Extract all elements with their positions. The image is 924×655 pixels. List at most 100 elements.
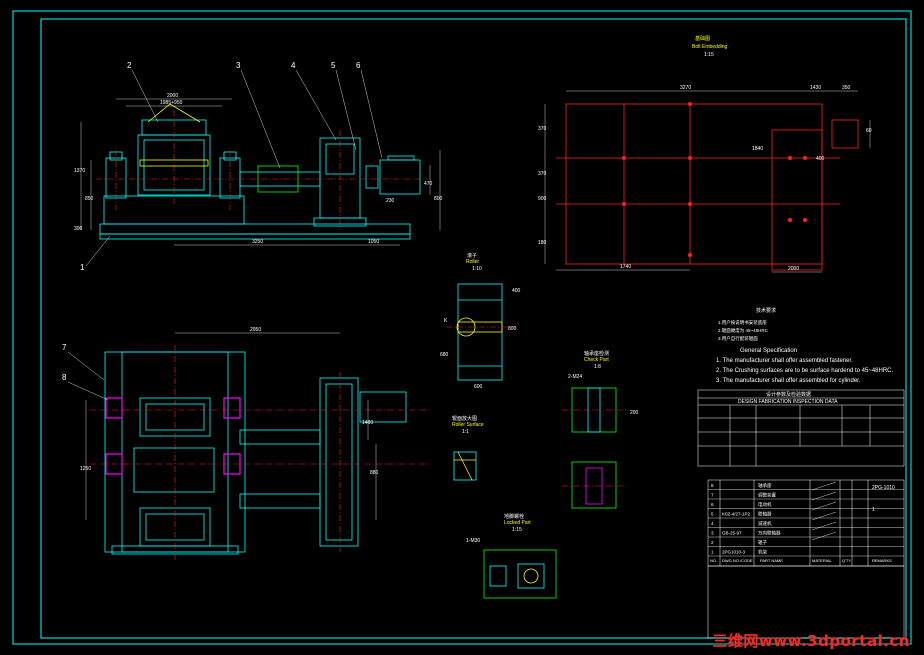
notes-heading-en: General Specification	[740, 348, 797, 354]
bom-diagonals	[811, 481, 837, 541]
roller-title: 滚子	[467, 252, 477, 259]
dim-front-right-b: 800	[434, 196, 443, 202]
foundation-dim-left-d: 180	[538, 240, 547, 246]
check-part-scale: 1:8	[594, 364, 601, 370]
bom-cell-code: K0Z-4/27-1P2	[722, 512, 751, 517]
dim-plan-right-b: 880	[370, 470, 379, 476]
foundation-title-en: Bolt Embedding	[692, 44, 728, 50]
note-en-2: 2. The Crushing surfaces are to be surfa…	[716, 368, 893, 374]
dim-plan-top: 2950	[250, 327, 261, 333]
foundation-dim-left-a: 370	[538, 126, 547, 132]
foundation-labels: 基础图 Bolt Embedding 1:15 3270 1430 350 37…	[538, 35, 872, 272]
bom-cell-no: 8	[711, 483, 714, 488]
bom-cell-name: 减速机	[758, 520, 772, 527]
bom-header-no: NO.	[710, 558, 717, 563]
locked-part-detail	[483, 549, 557, 599]
roller-title-en: Roller	[466, 259, 479, 265]
plan-view	[104, 351, 407, 555]
title-block-text: 2PG-1010 1	[872, 485, 895, 513]
foundation-view	[556, 103, 859, 271]
note-en-1: 1. The manufacturer shall offer assemble…	[716, 358, 853, 364]
inspection-table	[697, 389, 905, 467]
plan-centerlines	[90, 345, 430, 560]
roller-labels: 滚子 Roller 1:10 400 800 680 600 K	[440, 252, 521, 390]
locked-part-bolt-label: 1-M30	[466, 538, 480, 544]
plan-dim-lines	[85, 332, 377, 520]
bom-cell-no: 3	[711, 531, 714, 536]
foundation-bolts	[622, 102, 807, 257]
roller-label-k: K	[444, 318, 448, 324]
dim-front-bottom-len: 3250	[252, 239, 263, 245]
note-en-3: 3. The manufacturer shall offer assemble…	[716, 378, 861, 384]
front-dims: 2000 1985+950 1370 850 300 3250 1050 470…	[74, 93, 443, 245]
note-cn-2: 2.辊面硬度为 45~48HRC	[718, 327, 769, 334]
outer-frame	[12, 10, 912, 645]
foundation-dim-top-c: 350	[842, 85, 851, 91]
bom-cell-code: GB-25-97	[722, 531, 742, 536]
watermark: 三维网www.3dportal.cn	[712, 632, 910, 650]
bom-cell-name: 辊子	[758, 539, 767, 546]
note-cn-1: 1.用户按说明书安装底座	[718, 319, 767, 326]
dim-plan-right-a: 1480	[362, 420, 373, 426]
foundation-dim-bottom: 1740	[620, 264, 631, 270]
bom-cell-code: 2PG1010-3	[722, 550, 746, 555]
bom-table	[707, 479, 905, 567]
bom-header-qty: Q'TY	[842, 558, 851, 563]
front-view	[99, 119, 421, 240]
bom-cell-no: 7	[711, 493, 714, 498]
roller-surface-labels: 辊面放大图 Roller Surface 1:1	[452, 415, 484, 435]
dim-front-right-c: 230	[386, 198, 395, 204]
dim-front-left-h: 1370	[74, 168, 85, 174]
foundation-scale: 1:15	[704, 52, 714, 58]
bom-header-remarks: REMARKS	[872, 558, 892, 563]
callout-7: 7	[62, 343, 67, 352]
foundation-dim-left-c: 900	[538, 196, 547, 202]
bom-cell-name: 调整装置	[758, 492, 776, 499]
roller-surface-scale: 1:1	[462, 429, 469, 435]
check-part-bolt-label: 2-M24	[568, 374, 582, 380]
dim-front-right-a: 470	[424, 181, 433, 187]
bom-header-name: PART NAME	[760, 558, 783, 563]
sheet-number: 1	[872, 507, 875, 513]
dim-front-left-mid: 850	[85, 196, 94, 202]
bom-cell-name: 轴承座	[758, 482, 772, 489]
bom-cell-no: 5	[711, 512, 714, 517]
bom-cell-name: 机架	[758, 549, 767, 556]
callout-labels: 2 3 4 5 6 1 7 8	[62, 61, 361, 382]
bom-cell-no: 4	[711, 521, 714, 526]
foundation-title: 基础图	[695, 35, 710, 42]
foundation-dim-r3: 60	[866, 128, 872, 134]
foundation-dim-right: 2000	[788, 266, 799, 272]
locked-part-title-en: Locked Part	[504, 520, 531, 526]
roller-dim-1: 400	[512, 288, 521, 294]
roller-surface-title-en: Roller Surface	[452, 422, 484, 428]
roller-dim-3: 680	[440, 352, 449, 358]
callout-8: 8	[62, 373, 67, 382]
callout-2: 2	[127, 61, 132, 70]
bom-cell-no: 6	[711, 502, 714, 507]
bom-cell-no: 1	[711, 550, 714, 555]
inspection-labels: 设计参数及检验数据 DESIGN FABRICATION INSPECTION …	[738, 391, 838, 405]
callout-4: 4	[291, 61, 296, 70]
roller-detail	[456, 283, 503, 381]
roller-surface-detail	[453, 451, 477, 481]
callout-leaders	[67, 69, 383, 401]
callout-1: 1	[80, 263, 85, 272]
dim-plan-left: 1250	[80, 466, 91, 472]
foundation-dim-top-a: 3270	[680, 85, 691, 91]
notes-heading-cn: 技术要求	[756, 307, 776, 314]
front-accents	[139, 103, 209, 167]
callout-3: 3	[236, 61, 241, 70]
technical-notes: 技术要求 1.用户按说明书安装底座 2.辊面硬度为 45~48HRC 3.用户自…	[716, 307, 893, 384]
check-part-title: 轴承座检测	[584, 350, 609, 357]
drawing-code: 2PG-1010	[872, 485, 895, 491]
check-part-dim: 200	[630, 410, 639, 416]
bom-header: NO. DWG.NO./CODE PART NAME MATERIAL Q'TY…	[710, 558, 892, 563]
locked-part-labels: 地脚螺栓 Locked Part 1:15 1-M30	[466, 513, 531, 544]
check-part-detail	[571, 387, 617, 509]
locked-part-scale: 1:15	[512, 527, 522, 533]
bom-header-material: MATERIAL	[812, 558, 832, 563]
dim-front-top-b: 1985+950	[160, 100, 183, 106]
